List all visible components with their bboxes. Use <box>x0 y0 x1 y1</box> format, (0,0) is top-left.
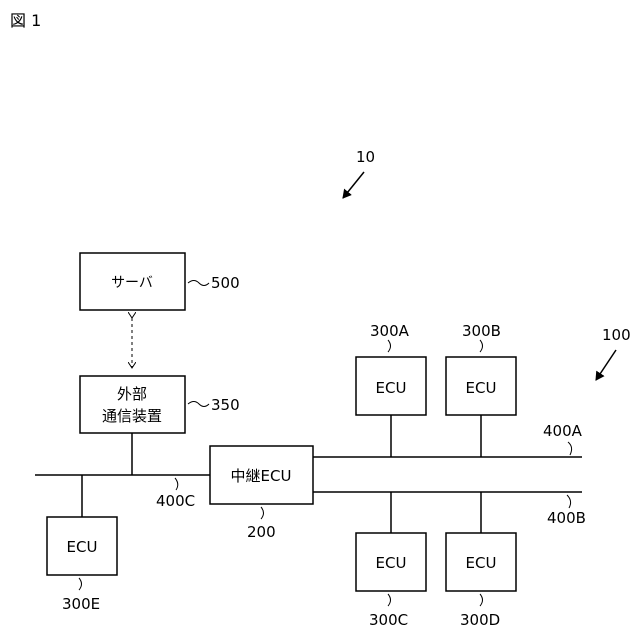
relay-ecu-label: 中継ECU <box>231 467 292 485</box>
ecu-a-ref-leader <box>388 340 391 352</box>
ref-network: 100 <box>602 326 631 344</box>
ref-external: 350 <box>211 396 240 414</box>
network-pointer-arrow <box>596 350 616 380</box>
ref-bus-c: 400C <box>156 492 195 510</box>
ecu-c-ref-leader <box>388 594 391 606</box>
bus-b-ref-leader <box>567 495 571 508</box>
ref-server: 500 <box>211 274 240 292</box>
bus-a-ref-leader <box>568 442 572 455</box>
ref-ecu-b: 300B <box>462 322 501 340</box>
ref-ecu-d: 300D <box>460 611 500 629</box>
bus-c-ref-leader <box>175 478 178 490</box>
server-ref-leader <box>188 281 209 286</box>
ecu-c-label: ECU <box>376 554 407 572</box>
ecu-b-ref-leader <box>480 340 483 352</box>
ecu-e-ref-leader <box>79 578 82 590</box>
ecu-e-label: ECU <box>67 538 98 556</box>
ecu-b-label: ECU <box>466 379 497 397</box>
relay-ref-leader <box>261 507 264 519</box>
server-label: サーバ <box>111 275 153 291</box>
ref-ecu-e: 300E <box>62 595 100 613</box>
ref-bus-a: 400A <box>543 422 583 440</box>
ref-system: 10 <box>356 148 375 166</box>
system-pointer-arrow <box>343 172 364 198</box>
ecu-a-label: ECU <box>376 379 407 397</box>
figure-label: 図 1 <box>10 11 41 30</box>
ref-ecu-c: 300C <box>369 611 408 629</box>
external-comm-label-line2: 通信装置 <box>102 407 162 425</box>
ecu-d-label: ECU <box>466 554 497 572</box>
external-comm-label-line1: 外部 <box>117 385 147 403</box>
ref-relay: 200 <box>247 523 276 541</box>
ref-bus-b: 400B <box>547 509 586 527</box>
ecu-d-ref-leader <box>480 594 483 606</box>
external-ref-leader <box>188 402 209 407</box>
ref-ecu-a: 300A <box>370 322 410 340</box>
